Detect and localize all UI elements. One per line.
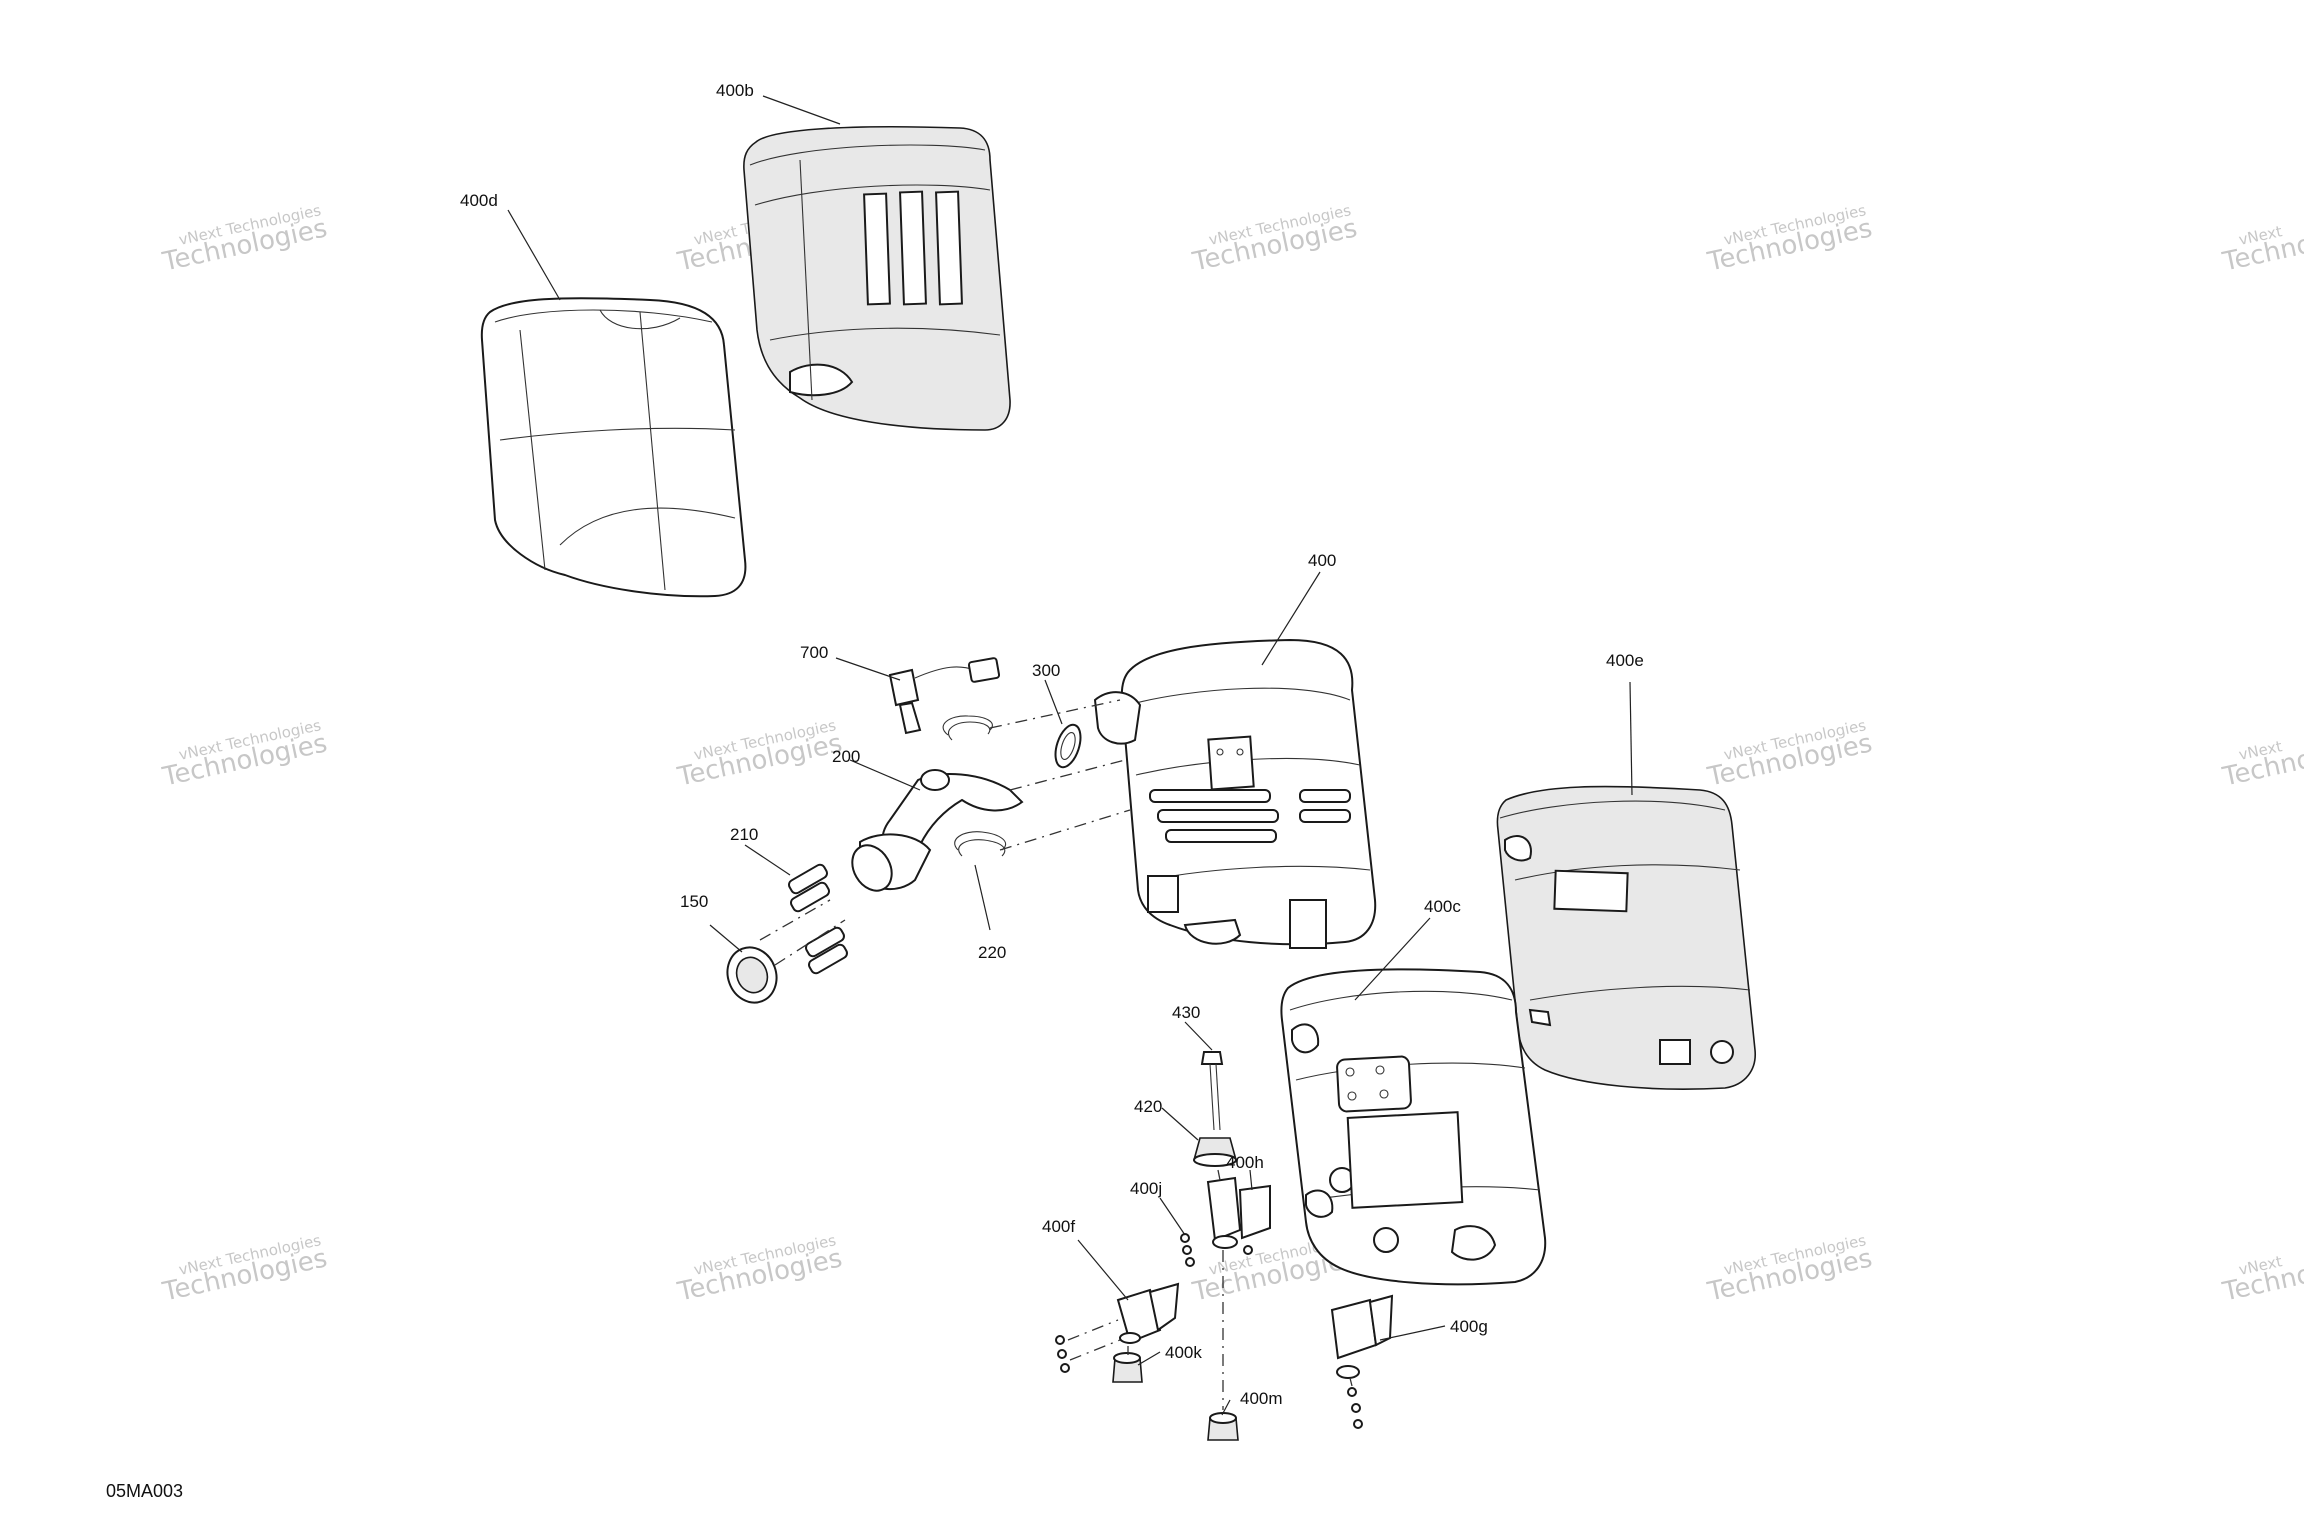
callout-400f: 400f (1042, 1217, 1075, 1236)
watermark-r1c4: vNext Technologies Technologies (1704, 201, 1875, 278)
watermark-r1c5: vNext Technologies (2219, 213, 2304, 277)
callout-700: 700 (800, 643, 828, 662)
callout-200: 200 (832, 747, 860, 766)
part-420-bushing (1192, 1137, 1238, 1167)
part-400j-hardware (1180, 1233, 1253, 1267)
watermark-r2c5: vNext Technologies (2219, 728, 2304, 792)
callout-400j: 400j (1130, 1179, 1162, 1198)
callout-400k: 400k (1165, 1343, 1202, 1362)
watermark-r3c2: vNext Technologies Technologies (674, 1231, 845, 1308)
part-150-seal-ring (726, 946, 778, 1004)
part-700-sensor (888, 657, 1001, 735)
figure-id: 05MA003 (106, 1481, 183, 1501)
callout-210: 210 (730, 825, 758, 844)
watermark-r2c1: vNext Technologies Technologies (159, 716, 330, 793)
part-400-muffler (1093, 638, 1377, 949)
part-400b-heat-shield (743, 125, 1011, 431)
watermark-text-large: Technologies (2219, 1243, 2304, 1307)
watermark-r1c1: vNext Technologies Technologies (159, 201, 330, 278)
part-400c-inner-cover (1280, 968, 1547, 1286)
part-400e-side-cover (1496, 785, 1756, 1090)
part-200-header-pipe (851, 769, 1024, 892)
leader-lines (507, 95, 1633, 1416)
part-400k-isolator (1112, 1352, 1143, 1383)
callout-400m: 400m (1240, 1389, 1283, 1408)
callout-430: 430 (1172, 1003, 1200, 1022)
callout-labels: 400b 400d 400 400e 400c 700 300 200 210 … (460, 81, 1644, 1408)
part-210-springs (788, 863, 848, 975)
assembly-lines (759, 699, 1353, 1410)
part-400f-bracket (1055, 1282, 1180, 1373)
watermark-r2c4: vNext Technologies Technologies (1704, 716, 1875, 793)
part-clamp-upper (942, 715, 993, 741)
callout-400g: 400g (1450, 1317, 1488, 1336)
part-220-clamp-lower (954, 831, 1007, 857)
callout-400b: 400b (716, 81, 754, 100)
part-400m-isolator (1207, 1412, 1239, 1441)
callout-400e: 400e (1606, 651, 1644, 670)
callout-420: 420 (1134, 1097, 1162, 1116)
watermark-text-large: Technologies (2219, 728, 2304, 792)
part-400h-bracket (1206, 1176, 1271, 1249)
callout-400h: 400h (1226, 1153, 1264, 1172)
callout-150: 150 (680, 892, 708, 911)
watermark-r1c3: vNext Technologies Technologies (1189, 201, 1360, 278)
part-400g-bracket (1330, 1294, 1394, 1429)
part-300-gasket (1054, 723, 1082, 769)
part-430-bolt (1200, 1051, 1224, 1131)
callout-400c: 400c (1424, 897, 1461, 916)
callout-300: 300 (1032, 661, 1060, 680)
watermark-r3c4: vNext Technologies Technologies (1704, 1231, 1875, 1308)
callout-400: 400 (1308, 551, 1336, 570)
watermark-r3c5: vNext Technologies (2219, 1243, 2304, 1307)
callout-220: 220 (978, 943, 1006, 962)
callout-400d: 400d (460, 191, 498, 210)
part-400d-heat-shield (480, 297, 747, 598)
watermark-r2c2: vNext Technologies Technologies (674, 716, 845, 793)
watermark-r3c1: vNext Technologies Technologies (159, 1231, 330, 1308)
watermark-text-large: Technologies (2219, 213, 2304, 277)
